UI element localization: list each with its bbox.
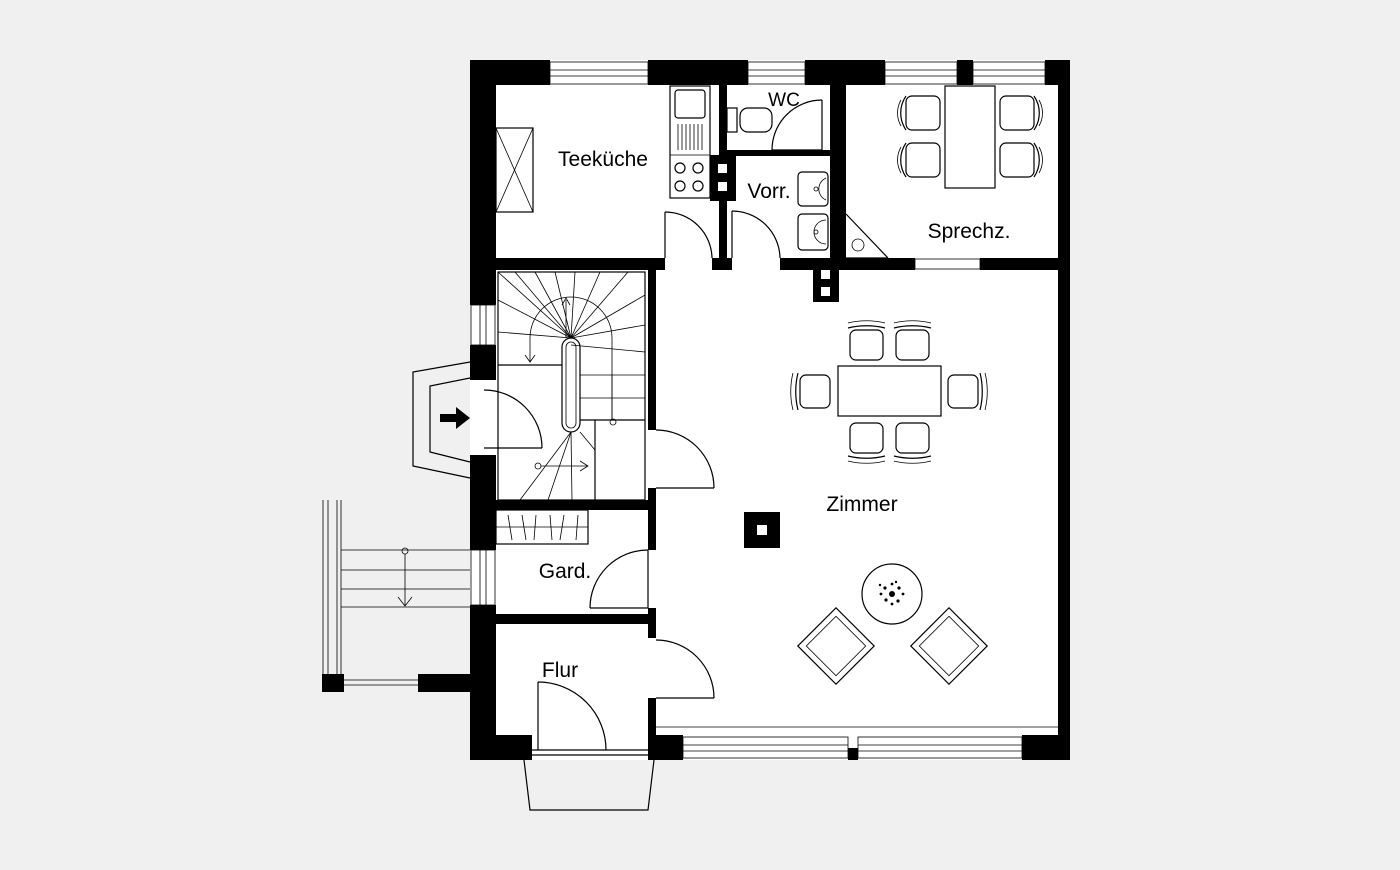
wardrobe-rack	[495, 509, 589, 545]
windows	[412, 61, 1058, 759]
walls	[322, 60, 1070, 760]
room-label-wc: WC	[768, 90, 800, 111]
arrow-right-icon	[440, 407, 470, 429]
room-label-zimmer: Zimmer	[826, 493, 897, 516]
entrance-step	[523, 759, 655, 811]
interior-floor	[470, 60, 1070, 760]
bathroom-fixtures	[726, 107, 865, 252]
kitchen-fixtures	[495, 85, 711, 213]
doors	[483, 99, 889, 756]
room-label-garderobe: Gard.	[539, 560, 592, 583]
zimmer-dining-set	[790, 320, 988, 464]
sprechzimmer-furniture	[897, 85, 1043, 189]
room-label-flur: Flur	[542, 659, 578, 682]
zimmer-lounge-set	[796, 563, 989, 686]
room-label-vorraum: Vorr.	[747, 180, 790, 203]
room-label-teekueche: Teeküche	[558, 148, 648, 171]
room-label-sprechzimmer: Sprechz.	[928, 220, 1011, 243]
external-stair	[322, 500, 470, 686]
staircase	[497, 271, 646, 501]
